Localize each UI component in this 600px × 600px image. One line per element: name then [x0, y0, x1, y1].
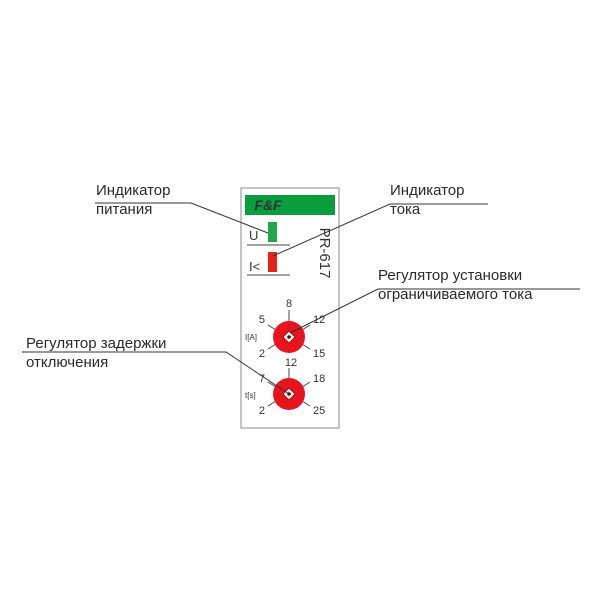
callout-current-regulator-line2: ограничиваемого тока	[378, 286, 533, 303]
callout-delay-regulator: Регулятор задержки отключения	[26, 334, 166, 372]
delay-knob-unit: t[s]	[245, 391, 256, 400]
current-knob-center	[287, 335, 291, 339]
current-scale-top: 8	[286, 298, 292, 310]
delay-knob-scale	[267, 368, 311, 407]
callout-delay-regulator-line1: Регулятор задержки	[26, 335, 167, 352]
power-led	[268, 222, 277, 242]
leader-delay-regulator	[22, 351, 290, 395]
brand-strip	[245, 195, 335, 215]
current-scale-left: 5	[259, 314, 265, 326]
callout-current-indicator: Индикатор тока	[390, 181, 465, 219]
current-scale-bottom-left: 2	[259, 348, 265, 360]
current-led	[268, 252, 277, 272]
callout-power-indicator: Индикатор питания	[96, 181, 171, 219]
callout-power-indicator-line2: питания	[96, 201, 153, 218]
current-knob-unit: I[A]	[245, 333, 257, 342]
current-scale-bottom-right: 15	[313, 348, 325, 360]
power-indicator-letter: U	[249, 228, 258, 243]
callout-current-regulator-line1: Регулятор установки	[378, 267, 523, 284]
callout-delay-regulator-line2: отключения	[26, 354, 109, 371]
model-label: PR-617	[316, 228, 333, 279]
callout-current-indicator-line2: тока	[390, 201, 421, 218]
delay-scale-bottom-left: 2	[259, 405, 265, 417]
leader-lines	[22, 202, 580, 395]
leader-current-indicator	[272, 203, 488, 257]
leader-current-regulator	[289, 288, 580, 334]
brand-logo: F&F	[254, 197, 282, 213]
current-indicator-letter: I<	[249, 259, 260, 274]
leader-power	[95, 202, 269, 234]
delay-scale-top: 12	[285, 357, 297, 369]
delay-scale-left: 7	[259, 373, 265, 385]
delay-scale-bottom-right: 25	[313, 405, 325, 417]
callout-current-indicator-line1: Индикатор	[390, 182, 465, 199]
current-knob-scale	[267, 310, 311, 350]
callout-power-indicator-line1: Индикатор	[96, 182, 171, 199]
delay-scale-right: 18	[313, 373, 325, 385]
callout-current-regulator: Регулятор установки ограничиваемого тока	[378, 266, 532, 304]
